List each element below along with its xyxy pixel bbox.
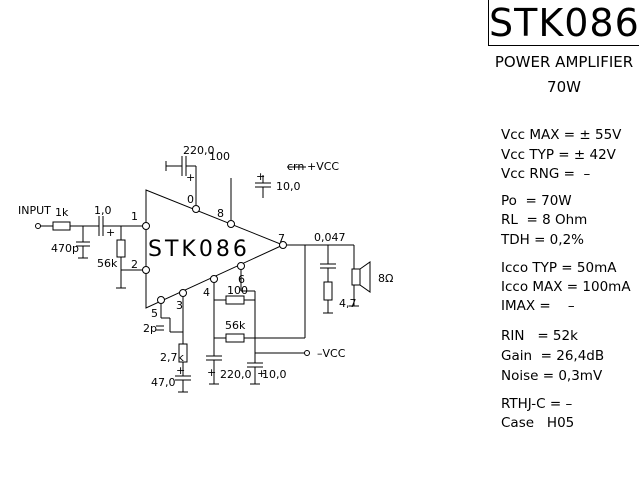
spec-line: Po = 70W — [501, 193, 572, 209]
label-100-fb: 100 — [227, 284, 248, 297]
polarity-plus: + — [106, 226, 115, 239]
pin-number: 5 — [151, 307, 158, 320]
power-rating: 70W — [547, 78, 581, 96]
spec-line: RL = 8 Ohm — [501, 212, 588, 228]
resistor-4-7 — [323, 281, 333, 301]
pin-0-node — [192, 205, 200, 213]
label-56k-fb: 56k — [225, 319, 246, 332]
label-220-bottom: 220,0 — [220, 368, 252, 381]
input-terminal — [35, 223, 41, 229]
spec-line: IMAX = – — [501, 298, 575, 314]
spec-line: Vcc RNG = – — [501, 166, 591, 182]
spec-line: Vcc MAX = ± 55V — [501, 127, 622, 143]
label-2-7k: 2,7k — [160, 351, 184, 364]
pin-3-node — [179, 289, 187, 297]
polarity-plus: + — [186, 171, 195, 184]
vcc-neg-terminal — [304, 350, 310, 356]
label-10-top: 10,0 — [276, 180, 301, 193]
label-100-top: 100 — [209, 150, 230, 163]
title-box: STK086 — [488, 0, 639, 46]
pin-number: 3 — [176, 299, 183, 312]
chip-label: STK086 — [148, 237, 250, 262]
label-2p: 2p — [143, 322, 157, 335]
polarity-plus: + — [257, 367, 266, 380]
label-470p: 470p — [51, 242, 79, 255]
label-220-top: 220,0 — [183, 144, 215, 157]
spec-line: Icco MAX = 100mA — [501, 279, 631, 295]
spec-line: RIN = 52k — [501, 328, 578, 344]
spec-line: Case H05 — [501, 415, 575, 431]
pin-number: 7 — [278, 232, 285, 245]
pin-number: 0 — [187, 193, 194, 206]
label-vcc-pos: +VCC — [307, 160, 339, 173]
pin-number: 4 — [203, 286, 210, 299]
speaker-icon — [359, 261, 371, 293]
label-0-047: 0,047 — [314, 231, 346, 244]
speaker-coil — [351, 268, 361, 286]
polarity-plus: + — [207, 366, 216, 379]
label-1k: 1k — [55, 206, 69, 219]
spec-line: Icco TYP = 50mA — [501, 260, 617, 276]
part-number-title: STK086 — [489, 1, 640, 45]
label-vcc-neg: –VCC — [317, 347, 346, 360]
spec-line: RTHJ-C = – — [501, 396, 573, 412]
spec-line: Gain = 26,4dB — [501, 348, 605, 364]
pin-7-node — [279, 241, 287, 249]
label-1-0: 1,0 — [94, 204, 112, 217]
pin-number: 8 — [217, 207, 224, 220]
device-subtitle: POWER AMPLIFIER — [494, 53, 634, 71]
polarity-plus: + — [256, 170, 265, 183]
spec-line: Noise = 0,3mV — [501, 368, 603, 384]
pin-5-node — [157, 296, 165, 304]
input-resistor-1k — [52, 221, 71, 231]
pin-number: 2 — [131, 258, 138, 271]
input-label: INPUT — [18, 204, 51, 217]
pin-2-node — [142, 266, 150, 274]
pin-8-node — [227, 220, 235, 228]
pin-1-node — [142, 222, 150, 230]
pin-4-node — [210, 275, 218, 283]
label-4-7: 4,7 — [339, 297, 357, 310]
label-10-bottom: 10,0 — [262, 368, 287, 381]
spec-line: Vcc TYP = ± 42V — [501, 147, 616, 163]
label-56k: 56k — [97, 257, 118, 270]
label-47: 47,0 — [151, 376, 176, 389]
resistor-100-feedback — [225, 295, 245, 305]
label-8-ohm: 8Ω — [378, 272, 393, 285]
resistor-56k-input — [116, 239, 126, 258]
resistor-56k-feedback — [225, 333, 245, 343]
polarity-plus: + — [176, 364, 185, 377]
pin-number: 1 — [131, 210, 138, 223]
spec-line: TDH = 0,2% — [501, 232, 584, 248]
pin-6-node — [237, 262, 245, 270]
